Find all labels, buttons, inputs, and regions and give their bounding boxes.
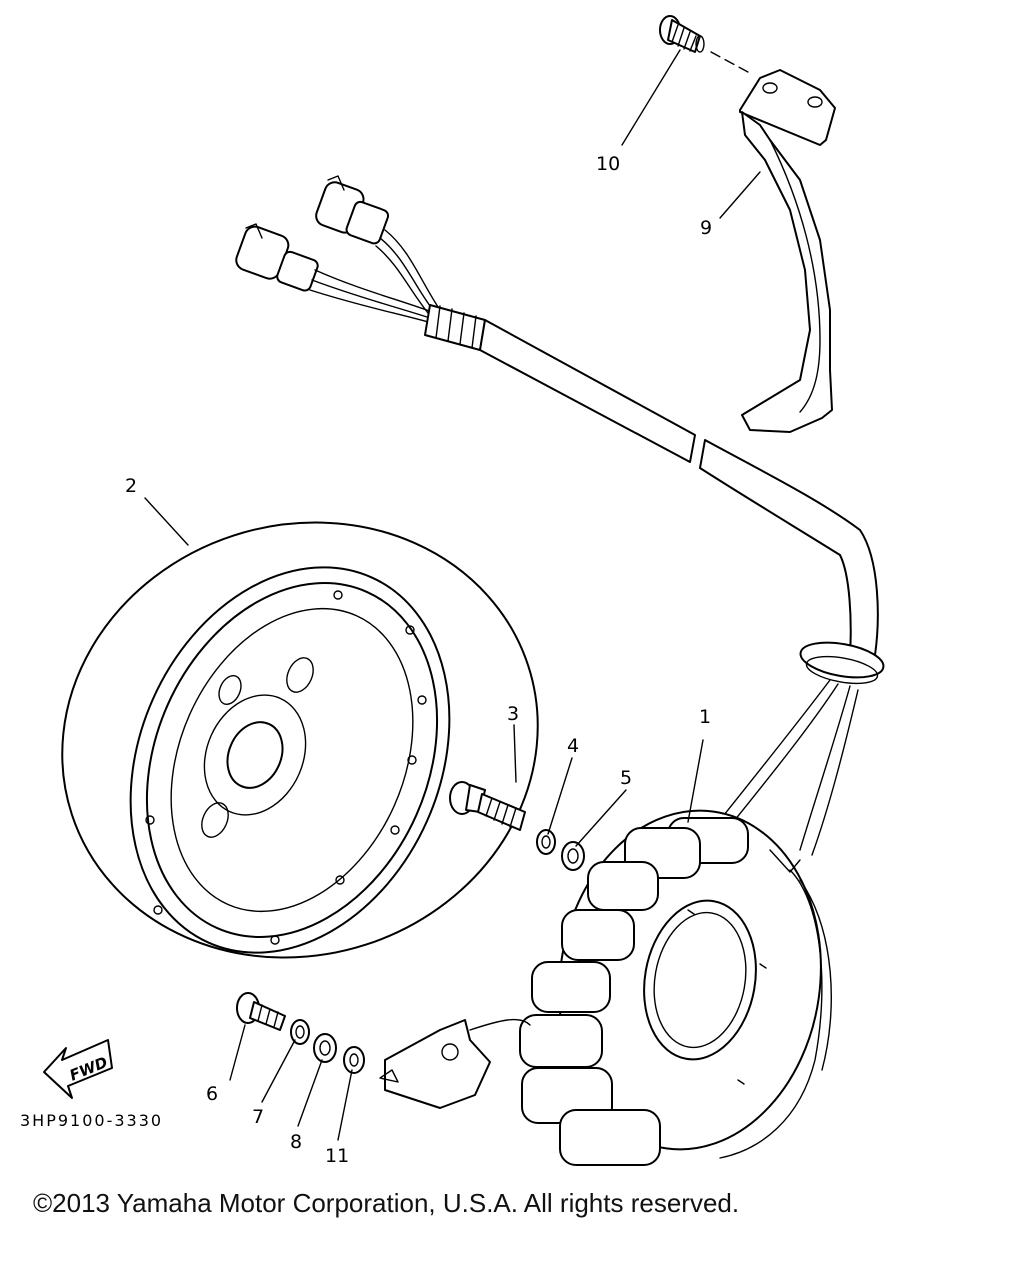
part-9-bracket <box>739 69 836 433</box>
leader-lines <box>144 49 761 1141</box>
callout-2: 2 <box>125 475 137 497</box>
part-8-washer <box>313 1033 337 1063</box>
part-6-screw <box>236 992 286 1031</box>
part-code: 3HP9100-3330 <box>20 1111 163 1130</box>
generator-exploded-diagram: 1 2 3 4 5 6 7 8 9 10 11 FWD 3HP9100-3330 <box>20 15 885 1167</box>
part-7-washer <box>290 1019 310 1045</box>
callout-4: 4 <box>567 735 579 757</box>
part-4-washer <box>536 829 556 855</box>
copyright-notice: ©2013 Yamaha Motor Corporation, U.S.A. A… <box>33 1188 740 1218</box>
callout-8: 8 <box>290 1131 302 1153</box>
callout-1: 1 <box>699 706 711 728</box>
part-1-stator <box>379 809 832 1166</box>
part-5-washer <box>561 841 585 871</box>
callout-10: 10 <box>596 153 620 175</box>
callout-9: 9 <box>700 217 712 239</box>
callout-labels: 1 2 3 4 5 6 7 8 9 10 11 <box>125 153 712 1167</box>
fwd-arrow-icon: FWD <box>43 1039 113 1099</box>
wire-harness <box>235 175 885 856</box>
callout-5: 5 <box>620 767 632 789</box>
callout-11: 11 <box>325 1145 349 1167</box>
part-11-washer <box>343 1046 365 1074</box>
callout-6: 6 <box>206 1083 218 1105</box>
callout-3: 3 <box>507 703 519 725</box>
part-2-rotor <box>61 521 539 959</box>
part-10-screw <box>659 15 705 53</box>
callout-7: 7 <box>252 1106 264 1128</box>
part-3-bolt <box>449 781 526 831</box>
